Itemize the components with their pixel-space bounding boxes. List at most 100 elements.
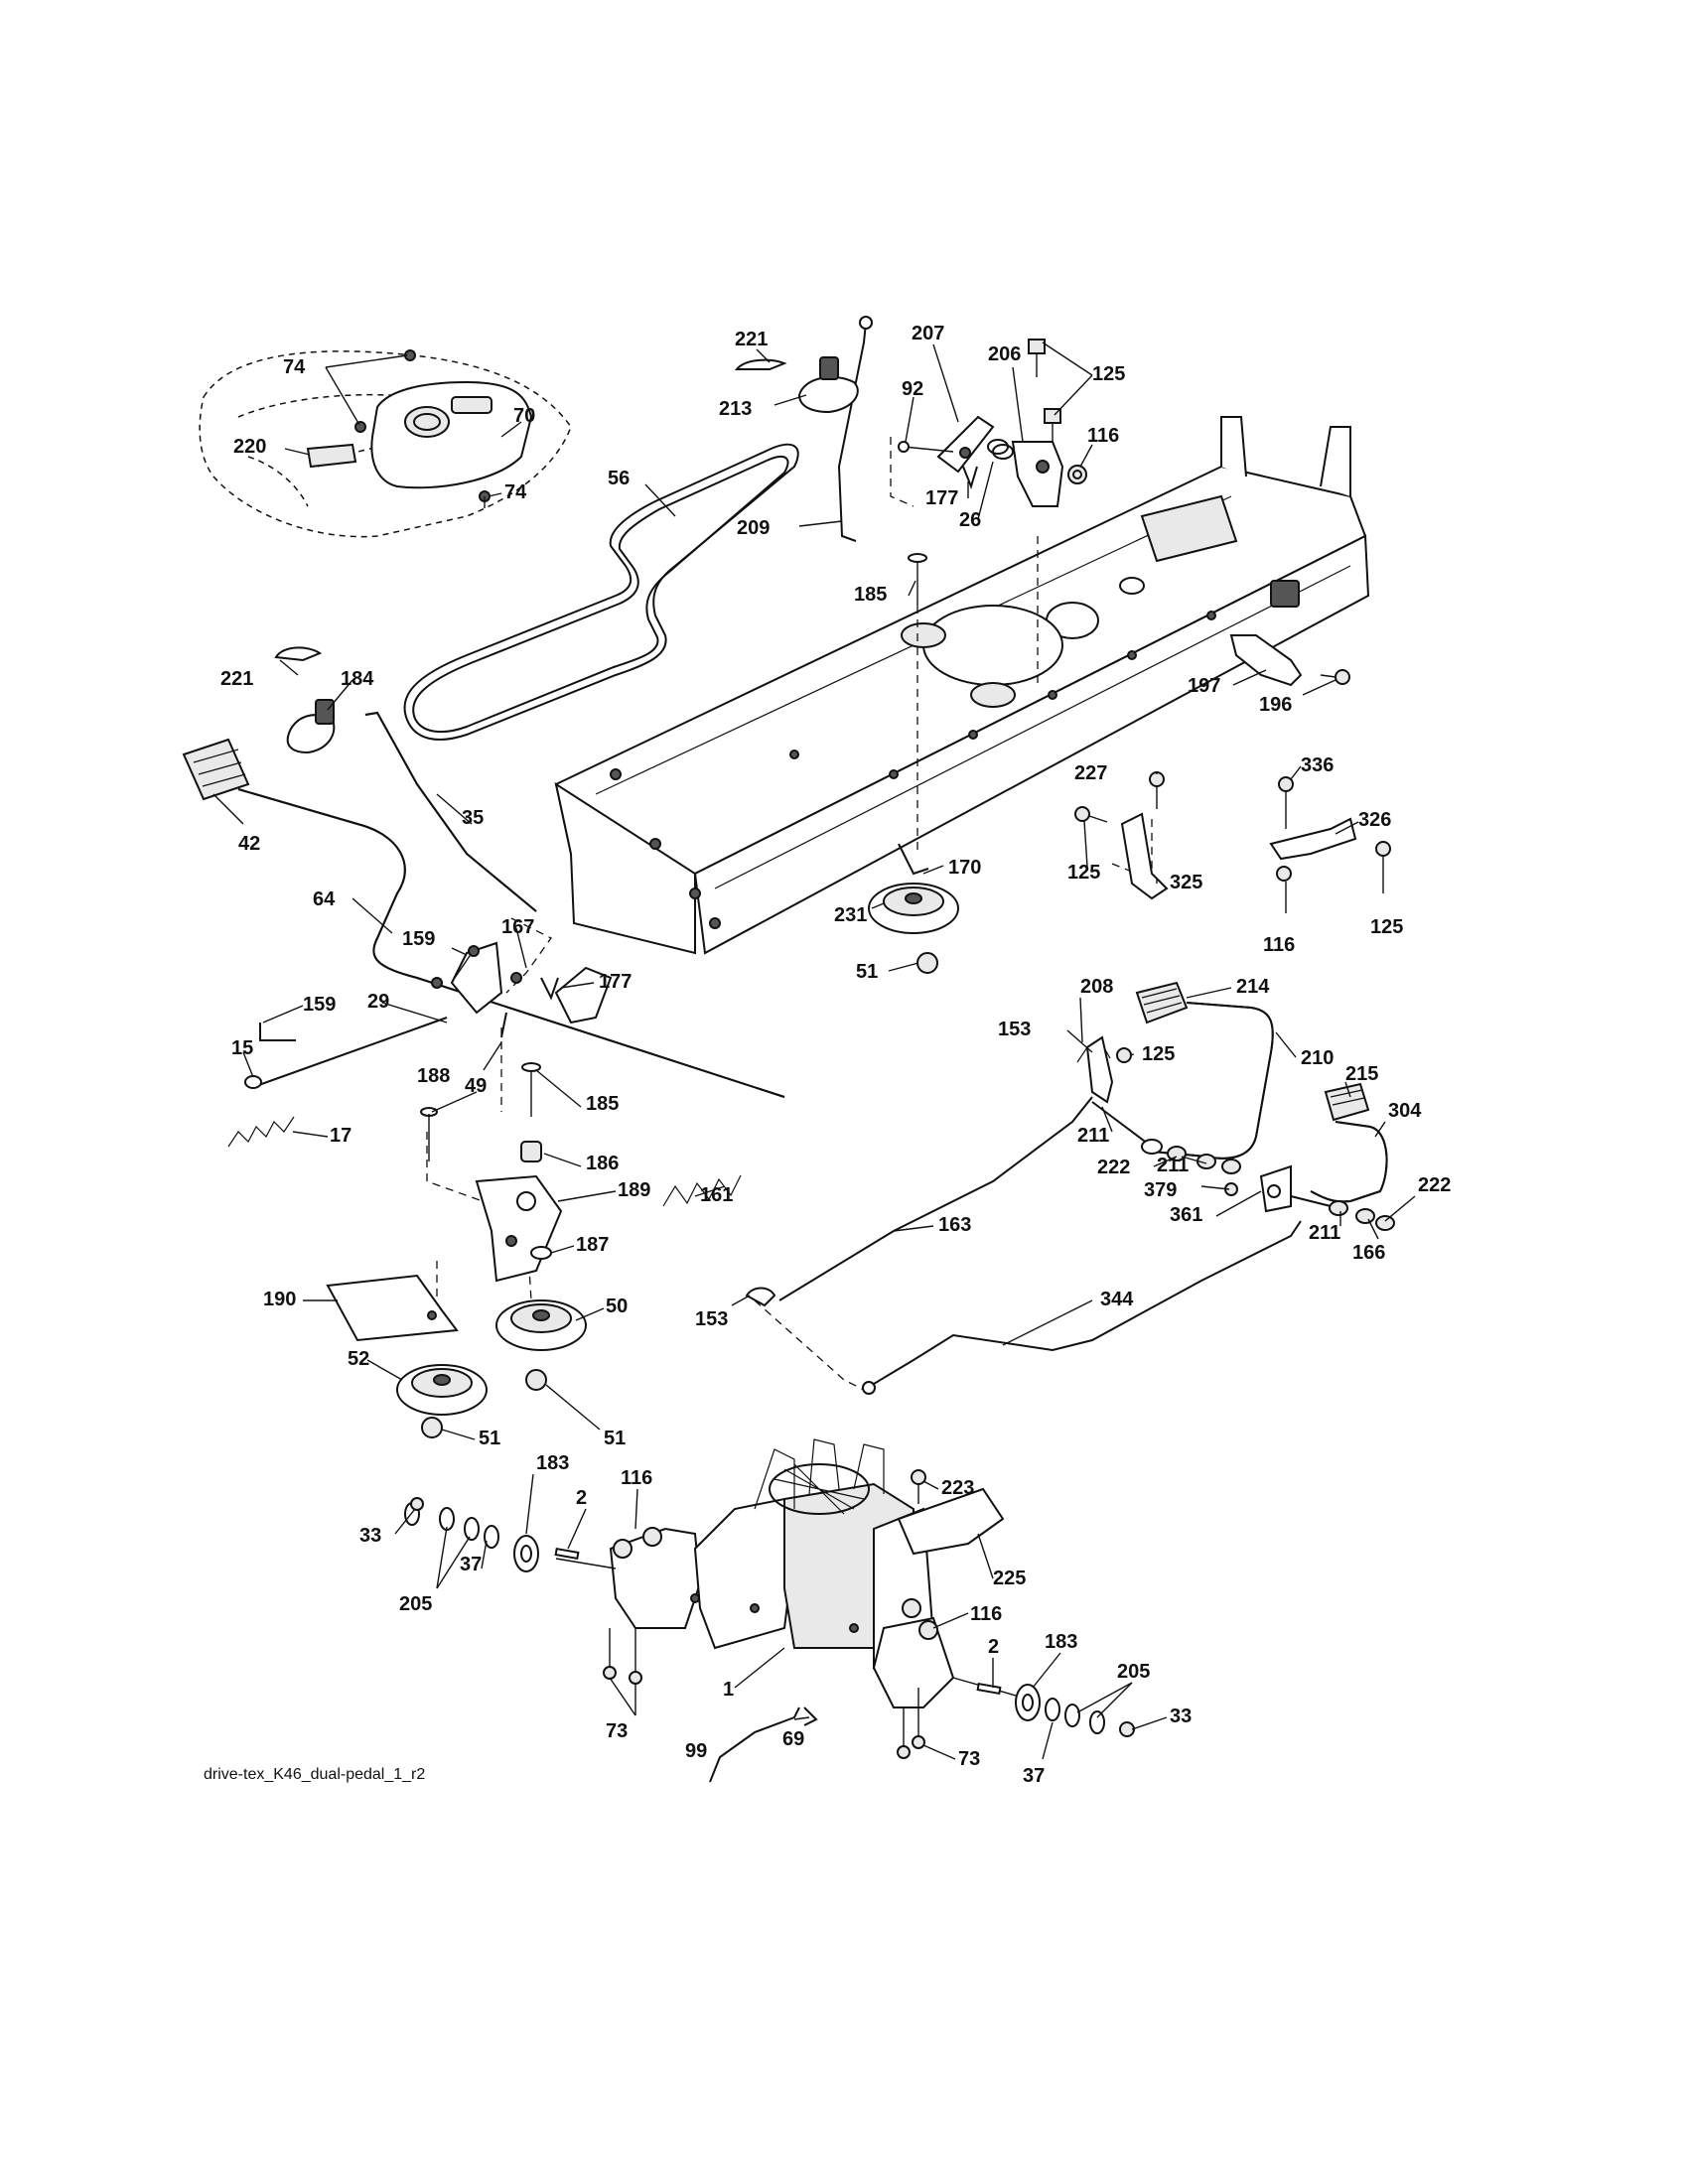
- bolt-49: [420, 1107, 438, 1161]
- bolt-125-right-a: [1074, 806, 1108, 823]
- clip-221-top: [734, 358, 787, 370]
- callout-73: 73: [958, 1748, 980, 1770]
- callout-211: 211: [1077, 1125, 1109, 1147]
- callout-177: 177: [599, 971, 632, 993]
- grip-42: [182, 738, 250, 801]
- rod-163: [778, 1096, 1093, 1301]
- callout-161: 161: [700, 1184, 733, 1206]
- bolt-185-top: [908, 553, 927, 606]
- diagram-caption: drive-tex_K46_dual-pedal_1_r2: [204, 1766, 425, 1783]
- callout-2: 2: [576, 1487, 587, 1509]
- cover-220: [306, 443, 357, 469]
- callout-196: 196: [1259, 694, 1292, 716]
- plate-189: [475, 1174, 563, 1283]
- bolt-125-right-b: [1375, 841, 1391, 857]
- callout-213: 213: [719, 398, 752, 420]
- pulley-52: [396, 1364, 488, 1416]
- bracket-197: [1229, 634, 1303, 687]
- callout-221: 221: [735, 329, 768, 350]
- callout-167: 167: [501, 916, 534, 938]
- callout-185: 185: [854, 584, 887, 606]
- bracket-225: [897, 1487, 1005, 1556]
- callout-209: 209: [737, 517, 770, 539]
- callout-222: 222: [1097, 1157, 1130, 1178]
- knob-184: [286, 699, 336, 754]
- callout-205: 205: [399, 1593, 432, 1615]
- callout-52: 52: [348, 1348, 369, 1370]
- callout-197: 197: [1188, 675, 1220, 697]
- bracket-326: [1269, 817, 1357, 861]
- shaft-lower: [1290, 1195, 1395, 1231]
- rod-344: [862, 1220, 1302, 1395]
- bolt-125-pedal: [1116, 1047, 1132, 1063]
- bolts-125-top: [1028, 339, 1061, 443]
- callout-69: 69: [782, 1728, 804, 1750]
- pin-69: [803, 1706, 818, 1726]
- nut-51-top: [916, 952, 938, 974]
- callout-35: 35: [462, 807, 484, 829]
- callout-184: 184: [341, 668, 374, 690]
- callout-70: 70: [513, 405, 535, 427]
- nut-116-bottom-right: [902, 1598, 938, 1640]
- nut-116-top: [1067, 465, 1087, 484]
- callout-214: 214: [1236, 976, 1270, 998]
- callout-231: 231: [834, 904, 867, 926]
- bolt-159: [454, 945, 480, 979]
- callout-125: 125: [1142, 1043, 1175, 1065]
- callout-labels: 221 207 206 125 92 213 116 74 70 220 74 …: [220, 323, 1451, 1787]
- nut-51-mid: [525, 1369, 547, 1391]
- callout-116: 116: [1087, 425, 1119, 447]
- callout-51: 51: [856, 961, 878, 983]
- shaft-211: [1091, 1101, 1241, 1174]
- cable-35: [364, 711, 537, 912]
- rod-29: [252, 1017, 448, 1088]
- callout-74: 74: [283, 356, 306, 378]
- callout-116: 116: [621, 1467, 652, 1489]
- idler-170: [898, 843, 929, 876]
- callout-74: 74: [504, 481, 527, 503]
- pin-177-top: [962, 466, 978, 490]
- callout-205: 205: [1117, 1661, 1150, 1683]
- callout-325: 325: [1170, 872, 1202, 893]
- nut-116-right: [1276, 866, 1292, 882]
- pulley-183-left: [513, 1535, 539, 1572]
- callout-51: 51: [604, 1428, 626, 1449]
- callout-186: 186: [586, 1153, 619, 1174]
- drive-belt-56: [403, 443, 799, 741]
- callout-163: 163: [938, 1214, 971, 1236]
- callout-344: 344: [1100, 1289, 1134, 1310]
- callout-50: 50: [606, 1296, 628, 1317]
- callout-183: 183: [536, 1452, 569, 1474]
- callout-116: 116: [1263, 934, 1295, 956]
- callout-207: 207: [912, 323, 944, 344]
- spring-161: [662, 1174, 742, 1207]
- callout-159: 159: [402, 928, 435, 950]
- clip-221-left: [274, 646, 323, 662]
- callout-125: 125: [1092, 363, 1125, 385]
- lever-64: [237, 788, 785, 1098]
- callout-92: 92: [902, 378, 923, 400]
- pulley-231: [868, 883, 959, 934]
- plate-206: [1011, 441, 1064, 507]
- callout-211: 211: [1157, 1155, 1189, 1176]
- bracket-361: [1259, 1164, 1292, 1213]
- callout-29: 29: [367, 991, 389, 1013]
- bolt-196: [1320, 669, 1350, 685]
- callout-215: 215: [1345, 1063, 1378, 1085]
- callout-153: 153: [998, 1019, 1031, 1040]
- pin-177-left: [540, 977, 559, 1001]
- knob-213: [797, 356, 859, 414]
- pulley-183-right: [1015, 1684, 1041, 1721]
- bolt-223: [911, 1469, 926, 1504]
- pedal-arm-304: [1310, 1121, 1388, 1203]
- callout-64: 64: [313, 888, 336, 910]
- tractor-frame: [554, 416, 1370, 955]
- lift-rod-209: [837, 316, 873, 542]
- callout-49: 49: [465, 1075, 487, 1097]
- clip-153-lower: [745, 1287, 776, 1307]
- pedal-214: [1135, 981, 1189, 1024]
- shield-190: [326, 1274, 459, 1342]
- callout-187: 187: [576, 1234, 609, 1256]
- spacer-186: [520, 1141, 542, 1162]
- callout-2: 2: [988, 1636, 999, 1658]
